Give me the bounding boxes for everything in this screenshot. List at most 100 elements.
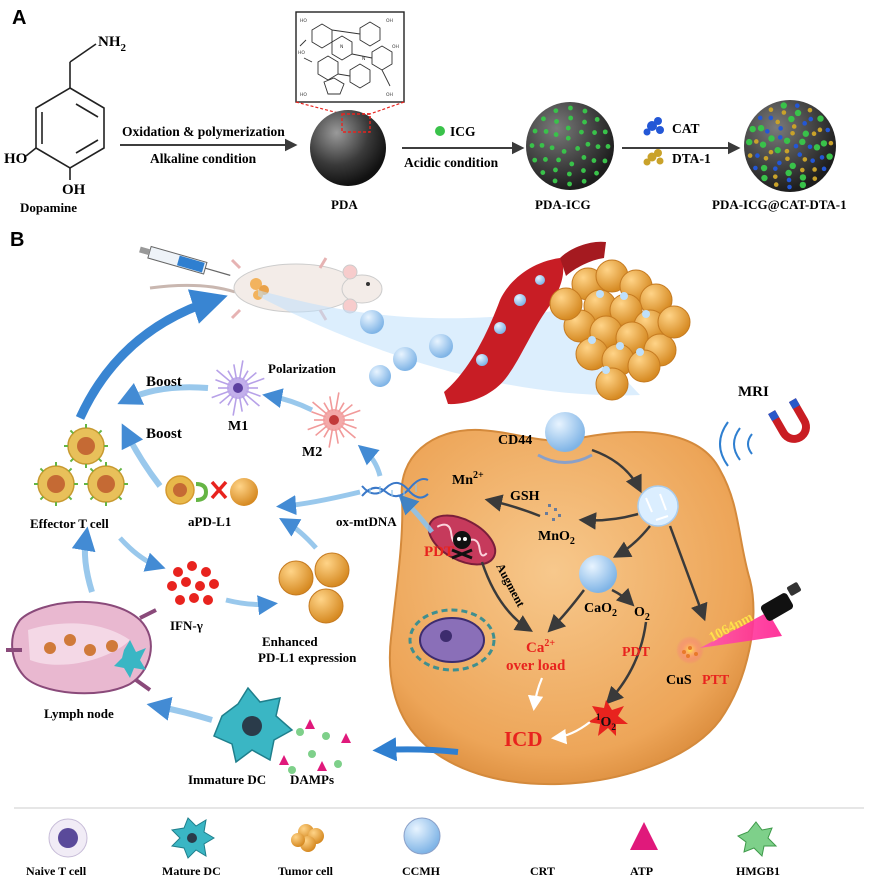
atp-icon bbox=[630, 822, 658, 850]
svg-text:HO: HO bbox=[298, 50, 305, 56]
dopamine-oh: OH bbox=[62, 182, 86, 198]
ifn-gamma-dots bbox=[167, 561, 219, 605]
panel-b-label: B bbox=[10, 229, 24, 251]
ifn-label: IFN-γ bbox=[170, 618, 203, 633]
o2-label: O2 bbox=[634, 605, 650, 623]
arrow-mito-to-dna bbox=[398, 494, 434, 534]
cd44-particle bbox=[537, 412, 593, 464]
ptt-label: PTT bbox=[702, 673, 730, 688]
hmgb1-icon bbox=[736, 821, 778, 858]
dopamine-nh2: NH2 bbox=[98, 34, 127, 54]
crt-icon bbox=[524, 822, 538, 850]
svg-text:HO: HO bbox=[300, 92, 307, 98]
arrow-augment bbox=[480, 561, 533, 632]
step3-reagent2: DTA-1 bbox=[672, 151, 711, 166]
arrow-lymph-to-effector bbox=[71, 526, 96, 593]
immature-dc bbox=[213, 686, 294, 764]
svg-text:HO: HO bbox=[300, 18, 307, 24]
cat-icon bbox=[643, 117, 664, 136]
damps-cluster bbox=[279, 706, 351, 774]
cao2-particle bbox=[579, 555, 617, 593]
svg-text:OH: OH bbox=[392, 44, 399, 50]
arrow-dissolve-to-cus bbox=[668, 525, 708, 622]
damps-label: DAMPs bbox=[290, 772, 334, 787]
final-label: PDA-ICG@CAT-DTA-1 bbox=[712, 197, 847, 212]
arrow-cao2-to-o2 bbox=[611, 587, 635, 607]
arrow-ifn-to-pdl1 bbox=[225, 595, 278, 616]
cd44-label: CD44 bbox=[498, 433, 532, 448]
syringe-icon bbox=[139, 245, 231, 276]
legend-label-hmgb1: HMGB1 bbox=[736, 864, 780, 878]
mno2-label: MnO2 bbox=[538, 529, 575, 547]
nucleus-er bbox=[408, 608, 496, 672]
arrow-m2-to-m1 bbox=[262, 388, 314, 413]
skull-icon bbox=[451, 531, 473, 560]
legend-label-naive-t: Naive T cell bbox=[26, 864, 87, 878]
singlet-o2-label: 1O2 bbox=[596, 712, 616, 732]
m1-macrophage bbox=[211, 360, 265, 416]
enhanced-line1: Enhanced bbox=[262, 634, 318, 649]
svg-text:N: N bbox=[362, 56, 365, 62]
dna-helix-icon bbox=[361, 478, 429, 499]
legend-label-crt: CRT bbox=[530, 864, 555, 878]
dopamine-label: Dopamine bbox=[20, 200, 77, 215]
effector-t-cells bbox=[34, 424, 128, 506]
arrow-dc-to-lymph bbox=[146, 697, 213, 723]
boost1-label: Boost bbox=[146, 374, 182, 390]
laser-icon bbox=[700, 582, 801, 648]
immature-dc-label: Immature DC bbox=[188, 772, 266, 787]
mri-label: MRI bbox=[738, 384, 769, 400]
cus-label: CuS bbox=[666, 673, 692, 688]
m2-macrophage bbox=[307, 392, 361, 448]
gsh-label: GSH bbox=[510, 489, 540, 504]
svg-text:OH: OH bbox=[386, 92, 393, 98]
ccmh-icon bbox=[403, 817, 441, 855]
arrow-dna-to-m2 bbox=[357, 444, 383, 477]
mature-dc-icon bbox=[170, 817, 215, 859]
ca-overload-line1: Ca2+ bbox=[526, 638, 555, 656]
arrow-dissolve-to-mno2 bbox=[578, 512, 639, 530]
tumor-mass bbox=[549, 259, 691, 401]
pda-icg-particle bbox=[526, 102, 614, 190]
apdl1-interaction bbox=[165, 475, 258, 506]
pdt1-label: PDT bbox=[424, 544, 454, 560]
mouse-model bbox=[149, 257, 383, 321]
mri-waves bbox=[719, 421, 753, 467]
svg-text:OH: OH bbox=[386, 18, 393, 24]
cao2-label: CaO2 bbox=[584, 601, 617, 619]
legend-label-atp: ATP bbox=[630, 864, 653, 878]
cus-glow bbox=[676, 636, 704, 664]
svg-text:N: N bbox=[340, 44, 343, 50]
singlet-o2-burst bbox=[588, 700, 628, 736]
apdl1-label: aPD-L1 bbox=[188, 514, 231, 529]
legend-label-tumor-cell: Tumor cell bbox=[278, 864, 334, 878]
arrow-effector-to-ifn bbox=[118, 536, 166, 572]
panel-a-label: A bbox=[12, 7, 26, 29]
lymph-node-label: Lymph node bbox=[44, 706, 114, 721]
step1-bottom: Alkaline condition bbox=[150, 151, 257, 166]
legend-label-mature-dc: Mature DC bbox=[162, 864, 221, 878]
arrow-ca-to-icd bbox=[527, 677, 544, 712]
arrow-cao2-to-ca bbox=[547, 589, 585, 633]
arrow-dna-to-apdl1 bbox=[276, 489, 361, 516]
magnet-icon bbox=[768, 398, 810, 443]
final-particle bbox=[744, 100, 836, 192]
arrow-dissolve-to-cao2 bbox=[612, 525, 651, 558]
lymph-node bbox=[6, 601, 157, 695]
arrow-m1-boost bbox=[117, 383, 209, 405]
step3-reagent1: CAT bbox=[672, 121, 700, 136]
effector-t-label: Effector T cell bbox=[30, 516, 109, 531]
naive-t-cell-icon bbox=[48, 818, 88, 858]
floating-nanoparticles bbox=[360, 310, 453, 387]
pda-label: PDA bbox=[331, 197, 358, 212]
dta1-icon bbox=[643, 149, 664, 166]
m1-label: M1 bbox=[228, 419, 248, 434]
pdl1-tumor-cells bbox=[278, 552, 350, 624]
pda-structure-box: HO OH HO OH HO OH N N bbox=[295, 11, 405, 133]
tumor-cell-icon bbox=[291, 824, 324, 852]
dopamine-ho: HO bbox=[4, 151, 27, 167]
arrow-singlet-to-icd bbox=[550, 721, 591, 745]
step2-bottom: Acidic condition bbox=[404, 155, 499, 170]
arrow-effector-to-mouse bbox=[75, 289, 228, 420]
